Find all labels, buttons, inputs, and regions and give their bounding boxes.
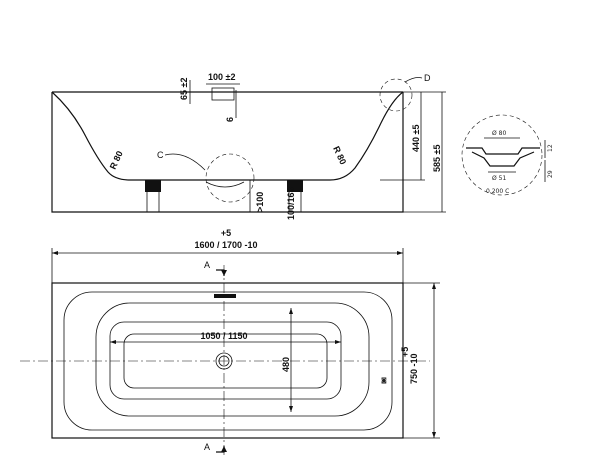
top-view: +5 1600 / 1700 -10 ◙ 1050 / 1150 480 bbox=[20, 228, 440, 458]
tub-outer bbox=[51, 282, 404, 439]
length-tolerance: +5 bbox=[221, 228, 231, 238]
detail-diameter-top: Ø 80 bbox=[492, 130, 506, 137]
total-height-label: 585 ±5 bbox=[432, 145, 442, 172]
inner-length-label: 1050 / 1150 bbox=[200, 331, 247, 341]
inner-depth-label: 440 ±5 bbox=[411, 125, 421, 152]
detail-d-label: D bbox=[424, 73, 431, 83]
radius-right-label: R 80 bbox=[331, 145, 348, 166]
foot-left-label: >100 bbox=[255, 192, 265, 212]
detail-height-a: 12 bbox=[547, 144, 554, 152]
section-label-bottom: A bbox=[204, 442, 210, 452]
detail-height-b: 29 bbox=[547, 170, 554, 178]
detail-diameter-bottom: Ø 51 bbox=[492, 175, 506, 182]
detail-section-top bbox=[466, 147, 540, 155]
width-label: 750 -10 bbox=[409, 353, 419, 384]
detail-d-leader bbox=[404, 77, 423, 83]
drain-body bbox=[205, 181, 245, 188]
detail-view: Ø 80 Ø 51 12 29 0,200 C bbox=[461, 114, 554, 196]
side-view: 65 ±2 100 ±2 6 R 80 R 80 C D 440 ±5 585 … bbox=[51, 72, 446, 220]
width-tolerance: +5 bbox=[400, 347, 410, 357]
grip-symbol: ◙ bbox=[381, 377, 387, 384]
foot-left bbox=[145, 180, 161, 213]
foot-right-label: 100/168 bbox=[286, 187, 296, 220]
overflow-width-label: 100 ±2 bbox=[208, 72, 235, 82]
basin-profile bbox=[51, 91, 404, 181]
tub-floor bbox=[109, 321, 342, 400]
overflow-fitting bbox=[211, 87, 235, 101]
radius-left-label: R 80 bbox=[108, 149, 125, 170]
detail-caption: 0,200 C bbox=[486, 188, 509, 195]
inner-width-label: 480 bbox=[281, 357, 291, 372]
tub-basin bbox=[95, 302, 370, 417]
foot-right bbox=[287, 180, 303, 213]
overflow-depth-label: 6 bbox=[225, 117, 235, 122]
bath-apron-outline bbox=[51, 92, 404, 213]
detail-circle bbox=[461, 114, 543, 196]
overflow-height-label: 65 ±2 bbox=[179, 78, 189, 100]
detail-c-circle bbox=[205, 153, 255, 203]
section-label-top: A bbox=[204, 260, 210, 270]
detail-c-label: C bbox=[157, 150, 164, 160]
detail-section-bottom bbox=[471, 151, 535, 167]
overflow-slot bbox=[214, 294, 236, 298]
detail-c-leader bbox=[164, 153, 206, 171]
length-label: 1600 / 1700 -10 bbox=[194, 240, 257, 250]
detail-d-circle bbox=[379, 78, 413, 112]
